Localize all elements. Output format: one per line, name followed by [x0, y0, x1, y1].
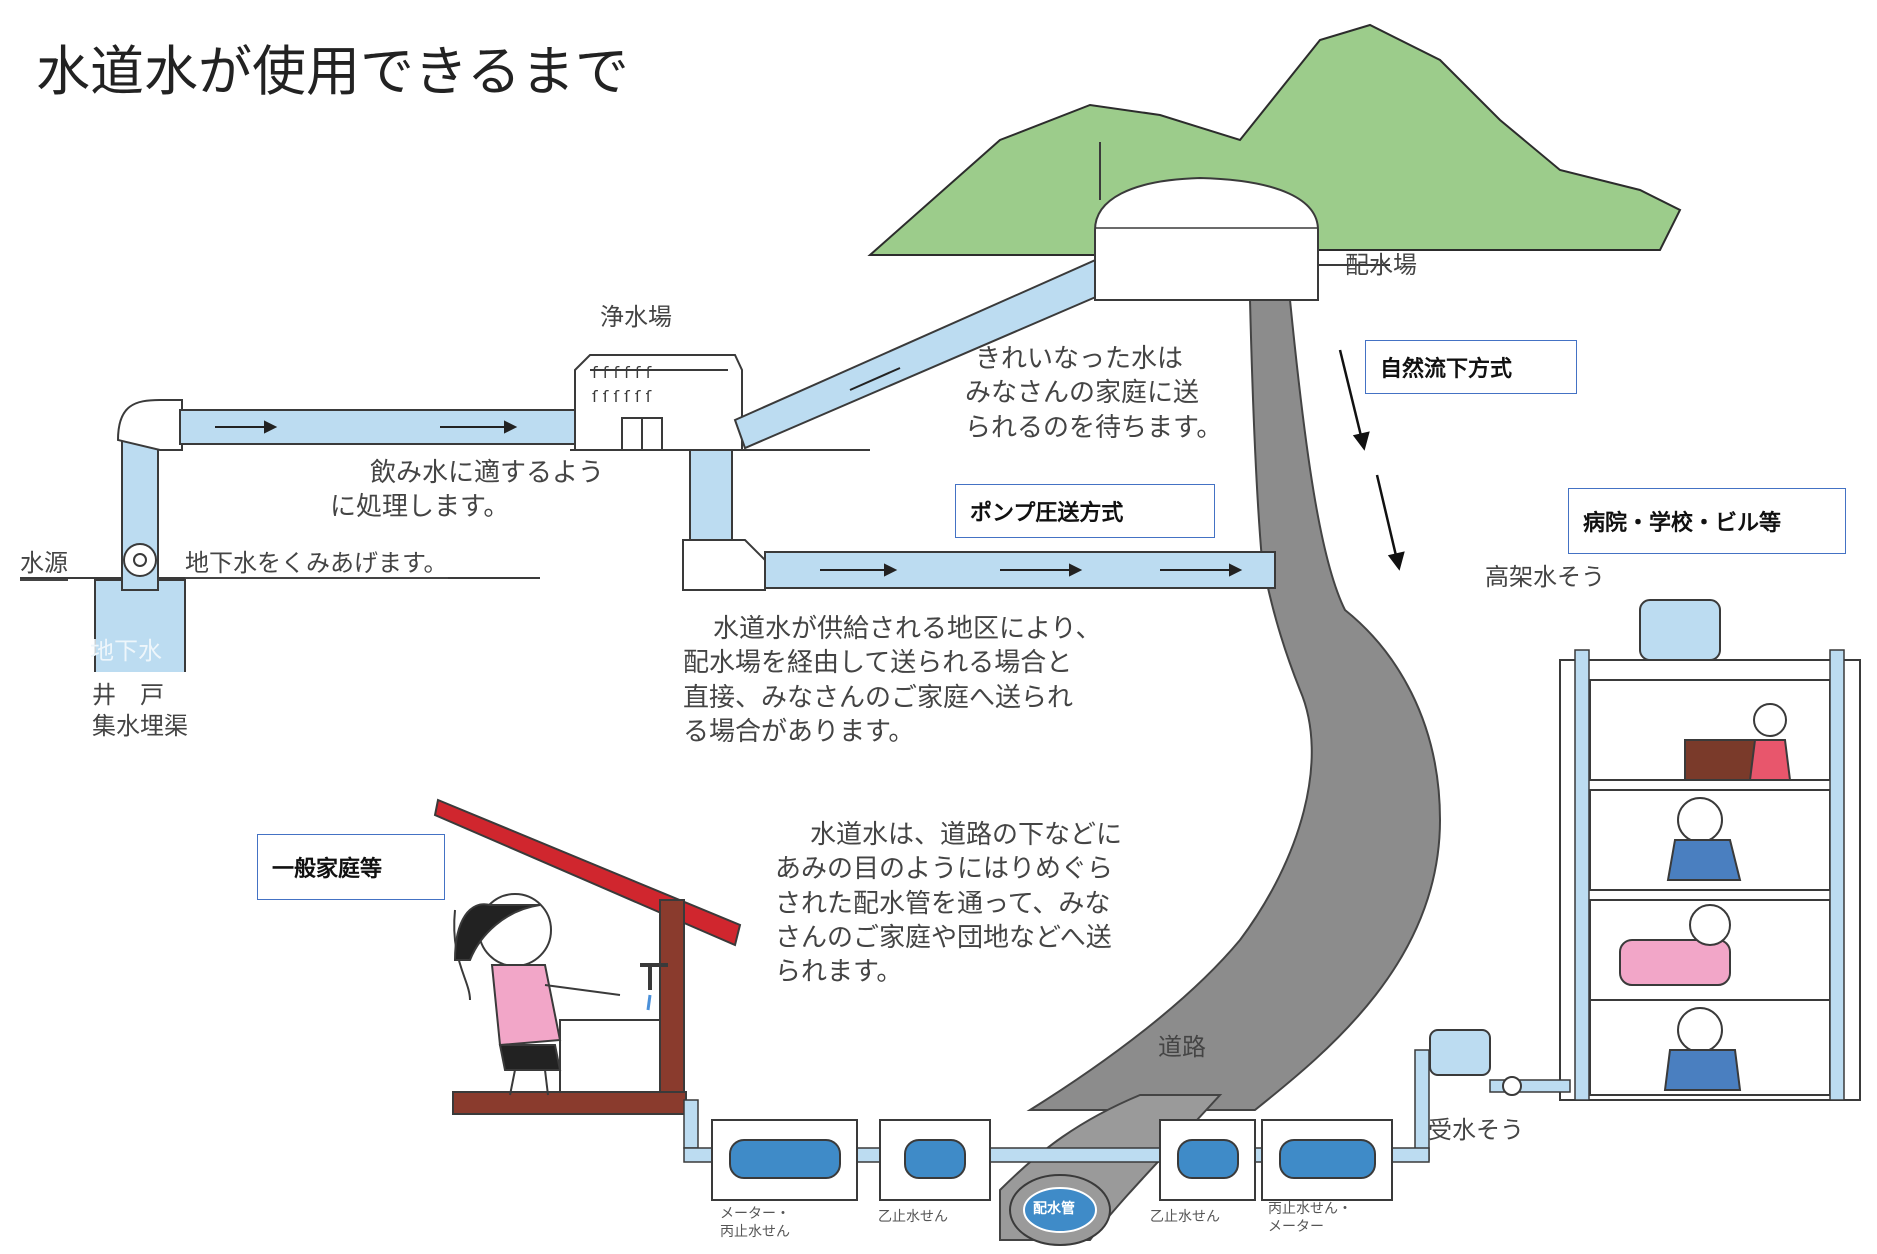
- faucet: [640, 963, 668, 990]
- road-label: 道路: [1158, 1033, 1206, 1061]
- meter-right-line: 丙止水せん・: [1268, 1201, 1352, 1217]
- groundwater-pump-text: 地下水をくみあげます。: [185, 549, 448, 579]
- meter-left-label: メーター・ 丙止水せん: [720, 1205, 790, 1241]
- receiving-tank: [1429, 1029, 1491, 1076]
- supply-route-line: 配水場を経由して送られる場合と: [683, 648, 1073, 679]
- well-label-box: [72, 672, 252, 790]
- groundwater-label: 地下水: [90, 637, 162, 665]
- clean-water-text: きれいなった水は みなさんの家庭に送 られるのを待ちます。: [965, 342, 1222, 445]
- distribution-text: 水道水は、道路の下などに あみの目のようにはりめぐら された配水管を通って、みな…: [775, 818, 1122, 990]
- distribution-line: あみの目のようにはりめぐら: [775, 854, 1114, 885]
- purification-plant-label: 浄水場: [600, 303, 672, 331]
- elevated-tank-label: 高架水そう: [1485, 563, 1605, 591]
- stopcock-right-label: 乙止水せん: [1150, 1209, 1220, 1225]
- supply-route-line: 水道水が供給される地区により、: [713, 614, 1102, 644]
- supply-route-line: 直接、みなさんのご家庭へ送られ: [683, 682, 1074, 713]
- distribution-line: 水道水は、道路の下などに: [810, 820, 1123, 850]
- pump-icon: [123, 543, 157, 577]
- clean-water-line: られるのを待ちます。: [965, 412, 1223, 443]
- well-label: 井 戸 集水埋渠: [92, 680, 188, 742]
- main-pipe-label: 配水管: [1033, 1201, 1075, 1217]
- gravity-flow-box: 自然流下方式: [1365, 340, 1577, 394]
- distribution-reservoir-tank: [1094, 176, 1319, 301]
- pipe-elbow-left: [116, 399, 183, 451]
- supply-route-line: る場合があります。: [683, 716, 915, 747]
- pipe-elbow-mid: [682, 539, 766, 591]
- distribution-line: さんのご家庭や団地などへ送: [775, 922, 1112, 953]
- svg-text:ſ ſ ſ ſ ſ ſ: ſ ſ ſ ſ ſ ſ: [592, 363, 652, 382]
- clean-water-line: きれいなった水は: [975, 344, 1184, 374]
- supply-route-text: 水道水が供給される地区により、 配水場を経由して送られる場合と 直接、みなさんの…: [683, 612, 1101, 749]
- building-occupants: [1619, 703, 1792, 1091]
- girl-figure: [453, 893, 621, 1096]
- well: [94, 579, 186, 691]
- svg-text:ſ ſ ſ ſ ſ ſ: ſ ſ ſ ſ ſ ſ: [592, 387, 652, 406]
- elevated-tank: [1639, 599, 1721, 661]
- meter-right-label: 丙止水せん・ メーター: [1268, 1200, 1352, 1236]
- distribution-line: された配水管を通って、みな: [775, 888, 1111, 919]
- clean-water-line: みなさんの家庭に送: [965, 378, 1200, 409]
- stopcock-left-label: 乙止水せん: [878, 1209, 948, 1225]
- page-title: 水道水が使用できるまで: [20, 14, 885, 119]
- well-label-line: 井 戸: [92, 681, 164, 709]
- distribution-reservoir-label: 配水場: [1345, 251, 1417, 279]
- pipe-down-from-plant: [689, 449, 733, 551]
- mountains: [867, 23, 1682, 256]
- groundwater-pump-label: 地下水をくみあげます。: [185, 548, 448, 579]
- treatment-line: に処理します。: [330, 492, 510, 523]
- buildings-box: 病院・学校・ビル等: [1568, 488, 1846, 554]
- meter-left-line: メーター・: [720, 1206, 790, 1222]
- pump-pressure-box: ポンプ圧送方式: [955, 484, 1215, 538]
- house-floor: [452, 1091, 687, 1115]
- meter-left-line: 丙止水せん: [720, 1224, 790, 1241]
- sink: [559, 1019, 661, 1093]
- treatment-line: 飲み水に適するよう: [370, 458, 605, 488]
- treatment-text: 飲み水に適するよう に処理します。: [330, 456, 604, 525]
- receiving-tank-label: 受水そう: [1428, 1116, 1524, 1144]
- household-box: 一般家庭等: [257, 834, 445, 900]
- well-label-line: 集水埋渠: [92, 712, 188, 741]
- distribution-line: られます。: [775, 957, 903, 988]
- water-source-label: 水源: [20, 548, 68, 582]
- meter-right-line: メーター: [1268, 1219, 1324, 1236]
